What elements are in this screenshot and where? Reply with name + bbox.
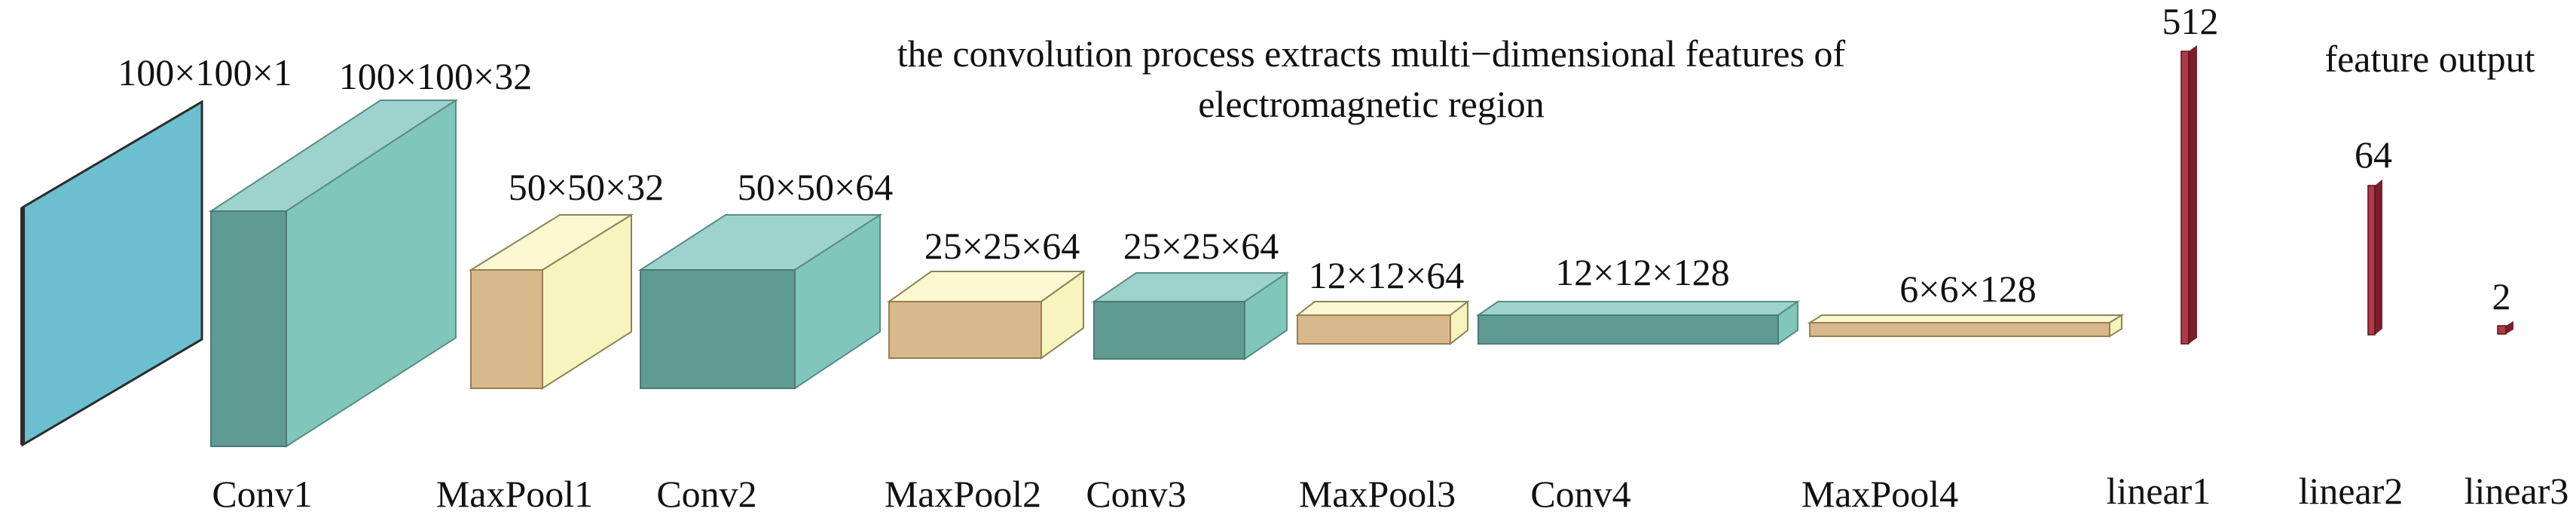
maxpool4-front-face: [1809, 322, 2110, 337]
conv2-dims: 50×50×64: [738, 166, 893, 208]
conv4-block: 12×12×128 Conv4: [1475, 251, 1801, 515]
linear3-label: linear3: [2464, 470, 2569, 512]
maxpool2-front-face: [888, 301, 1042, 359]
linear3-dims: 2: [2492, 275, 2511, 317]
conv3-dims: 25×25×64: [1123, 225, 1279, 267]
conv2-front-face: [640, 269, 796, 389]
conv1-block: 100×100×32 Conv1: [208, 55, 532, 515]
linear1-block: 512 linear1: [2107, 0, 2219, 512]
linear2-side-face: [2375, 179, 2382, 335]
maxpool1-dims: 50×50×32: [509, 166, 664, 208]
linear2-bar: [2367, 185, 2376, 336]
linear3-block: 2 linear3: [2464, 275, 2569, 512]
linear2-dims: 64: [2354, 133, 2392, 176]
linear2-block: 64 linear2: [2299, 133, 2403, 512]
conv3-block: 25×25×64 Conv3: [1086, 225, 1290, 515]
maxpool4-top-face: [1807, 314, 2125, 323]
caption-line-1: the convolution process extracts multi−d…: [897, 32, 1846, 75]
linear2-label: linear2: [2299, 470, 2403, 512]
maxpool3-front-face: [1297, 314, 1451, 345]
linear3-side-face: [2506, 321, 2513, 334]
maxpool4-block: 6×6×128 MaxPool4: [1801, 268, 2125, 515]
conv1-front-face: [210, 210, 287, 447]
input-plane: [21, 100, 203, 447]
input-dims: 100×100×1: [118, 51, 292, 93]
conv4-dims: 12×12×128: [1555, 251, 1729, 293]
linear1-dims: 512: [2162, 0, 2219, 42]
linear3-bar: [2497, 325, 2507, 335]
maxpool4-dims: 6×6×128: [1899, 268, 2036, 310]
conv4-label: Conv4: [1530, 473, 1630, 515]
maxpool4-label: MaxPool4: [1801, 473, 1958, 515]
conv1-label: Conv1: [212, 473, 312, 515]
linear1-side-face: [2189, 45, 2197, 344]
feature-output-caption: feature output: [2324, 38, 2535, 80]
maxpool1-label: MaxPool1: [436, 473, 593, 515]
maxpool3-label: MaxPool3: [1299, 473, 1456, 515]
conv2-label: Conv2: [656, 473, 756, 515]
input-layer: 100×100×1: [20, 51, 292, 447]
conv3-front-face: [1093, 301, 1245, 360]
maxpool1-block: 50×50×32 MaxPool1: [436, 166, 664, 515]
maxpool1-front-face: [470, 269, 543, 389]
conv2-block: 50×50×64 Conv2: [637, 166, 893, 515]
conv1-dims: 100×100×32: [339, 55, 532, 97]
maxpool3-dims: 12×12×64: [1309, 254, 1464, 296]
maxpool2-dims: 25×25×64: [924, 225, 1080, 267]
maxpool2-label: MaxPool2: [885, 473, 1041, 515]
conv4-front-face: [1477, 314, 1779, 345]
maxpool3-block: 12×12×64 MaxPool3: [1295, 254, 1470, 515]
linear1-label: linear1: [2107, 470, 2211, 512]
conv4-top-face: [1475, 301, 1801, 316]
maxpool3-top-face: [1295, 301, 1470, 316]
linear1-bar: [2180, 51, 2189, 345]
caption-line-2: electromagnetic region: [1198, 83, 1545, 125]
maxpool2-block: 25×25×64 MaxPool2: [885, 225, 1086, 515]
conv3-label: Conv3: [1086, 473, 1186, 515]
